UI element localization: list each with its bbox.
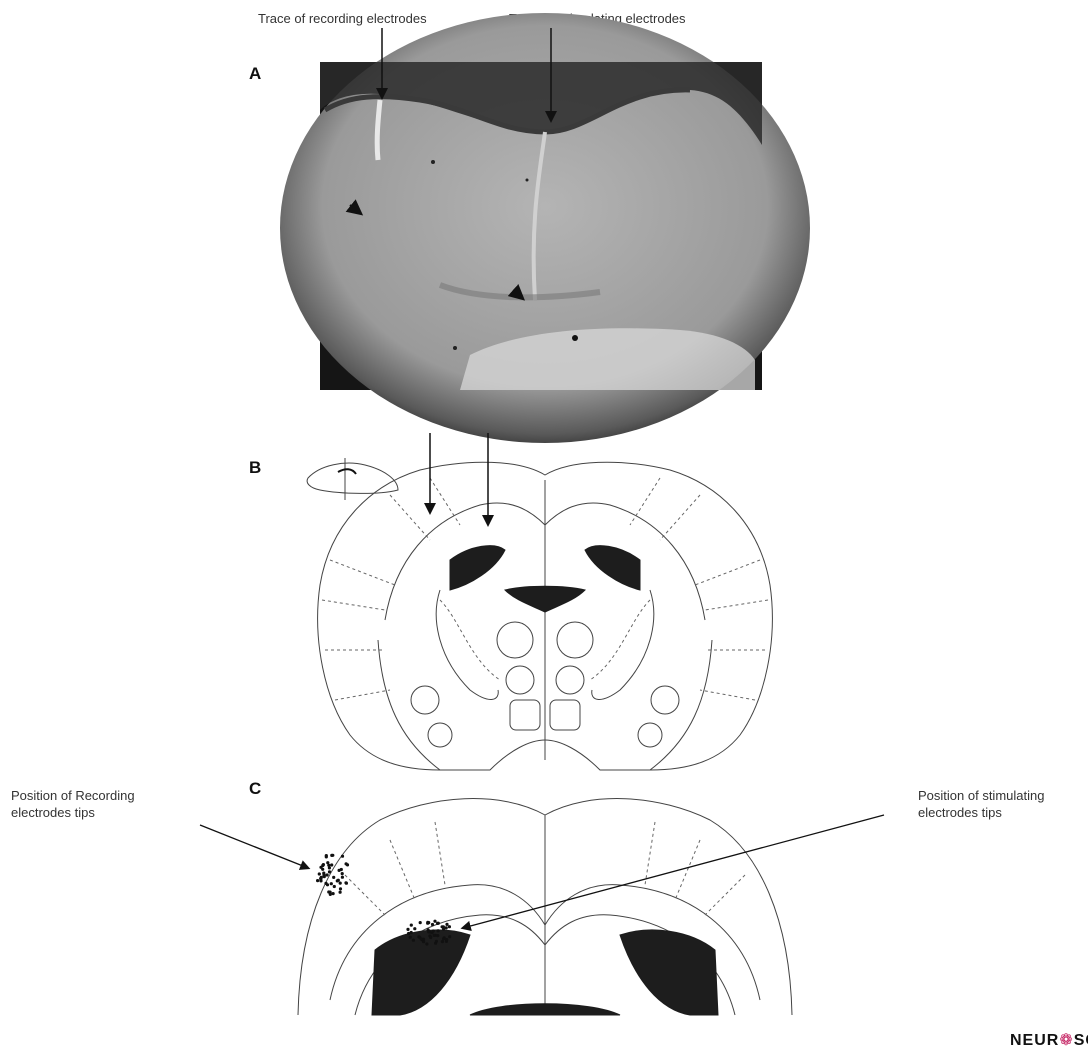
electrode-tip-dot xyxy=(333,885,336,888)
electrode-tip-dot xyxy=(330,882,333,885)
electrode-tip-dot xyxy=(322,873,325,876)
electrode-tip-dot xyxy=(433,934,436,937)
electrode-tip-dot xyxy=(330,863,333,866)
electrode-tip-dot xyxy=(406,928,409,931)
electrode-tip-dot xyxy=(426,921,429,924)
electrode-tip-dot xyxy=(435,940,438,943)
electrode-tip-dot xyxy=(409,936,412,939)
electrode-tip-dot xyxy=(432,929,435,932)
electrode-tip-dot xyxy=(437,929,440,932)
electrode-tip-dot xyxy=(429,936,432,939)
electrode-tip-dot xyxy=(332,876,335,879)
electrode-tip-dot xyxy=(441,940,444,943)
electrode-tip-dot xyxy=(410,924,413,927)
electrode-tip-dot xyxy=(448,925,451,928)
electrode-tip-dot xyxy=(326,883,329,886)
electrode-tip-dot xyxy=(330,854,333,857)
electrode-tip-dot xyxy=(339,882,342,885)
electrode-tip-dot xyxy=(332,892,335,895)
electrode-tip-dot xyxy=(326,873,329,876)
electrode-tip-dot xyxy=(431,923,434,926)
electrode-tip-dot xyxy=(340,868,343,871)
electrode-tip-dot xyxy=(448,935,451,938)
electrode-tip-dot xyxy=(412,939,415,942)
electrode-tip-dot xyxy=(445,926,448,929)
electrode-tip-dot xyxy=(341,855,344,858)
electrode-tip-dot xyxy=(433,920,436,923)
electrode-tip-dot xyxy=(316,879,319,882)
electrode-tip-dot xyxy=(318,872,321,875)
brain-icon: ❁ xyxy=(1059,1032,1073,1049)
electrode-tip-dot xyxy=(441,925,444,928)
electrode-tip-dot xyxy=(413,927,416,930)
electrode-tip-dot xyxy=(321,868,324,871)
electrode-tip-dot xyxy=(442,937,445,940)
electrode-tip-dot xyxy=(419,921,422,924)
electrode-tip-dot xyxy=(422,940,425,943)
electrode-tip-dot xyxy=(341,872,344,875)
electrode-tip-dot xyxy=(345,882,348,885)
stimulating-tips-arrow xyxy=(463,815,884,928)
electrode-tip-dot xyxy=(425,942,428,945)
electrode-tip-dot xyxy=(341,876,344,879)
electrode-tip-dot xyxy=(336,879,339,882)
electrode-tip-dot xyxy=(328,870,331,873)
electrode-tip-dot xyxy=(407,932,410,935)
publisher-logo: NEUR❁SCIE xyxy=(1010,1030,1088,1050)
electrode-tip-dot xyxy=(436,922,439,925)
micrograph-panel-a xyxy=(280,13,810,443)
electrode-tip-dot xyxy=(345,862,348,865)
electrode-tip-dot xyxy=(339,887,342,890)
electrode-tip-dot xyxy=(322,863,325,866)
electrode-tip-dot xyxy=(325,854,328,857)
electrode-tip-dot xyxy=(428,930,431,933)
electrode-tip-dot xyxy=(445,923,448,926)
electrode-tip-dot xyxy=(339,891,342,894)
recording-tips-cluster xyxy=(316,854,349,896)
electrode-tip-dot xyxy=(329,893,332,896)
recording-tips-arrow xyxy=(200,825,308,868)
electrode-tip-dot xyxy=(320,876,323,879)
electrode-tip-dot xyxy=(420,937,423,940)
electrode-tip-dot xyxy=(326,861,329,864)
atlas-panel-b xyxy=(307,458,772,770)
atlas-panel-c xyxy=(298,799,792,1015)
